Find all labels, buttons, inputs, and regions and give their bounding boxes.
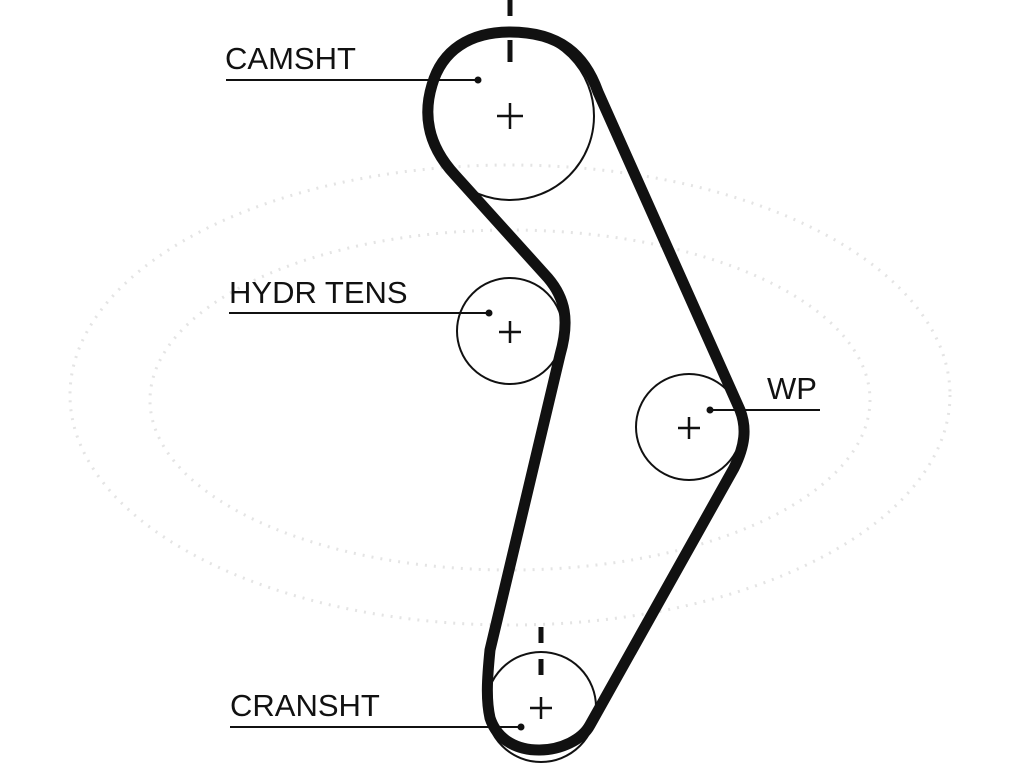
camshaft-center-cross <box>497 103 523 129</box>
leader-dots <box>474 76 714 731</box>
crankshaft-label: CRANSHT <box>230 688 380 723</box>
watermark-ellipse <box>68 163 952 627</box>
pulley-centers <box>497 103 700 719</box>
water-pump-center-cross <box>678 417 700 439</box>
timing-marks <box>507 0 544 675</box>
hydraulic-tensioner-label: HYDR TENS <box>229 275 408 310</box>
crankshaft-center-cross <box>530 697 552 719</box>
water-pump-label: WP <box>767 371 817 406</box>
pulleys <box>425 31 743 763</box>
camshaft-label: CAMSHT <box>225 41 356 76</box>
tensioner-leader-dot <box>485 309 493 317</box>
timing-belt <box>422 26 750 756</box>
tensioner-center-cross <box>499 321 521 343</box>
crankshaft-leader-dot <box>517 723 525 731</box>
camshaft-leader-dot <box>474 76 482 84</box>
leader-lines <box>226 79 820 728</box>
water-pump-leader-dot <box>706 406 714 414</box>
